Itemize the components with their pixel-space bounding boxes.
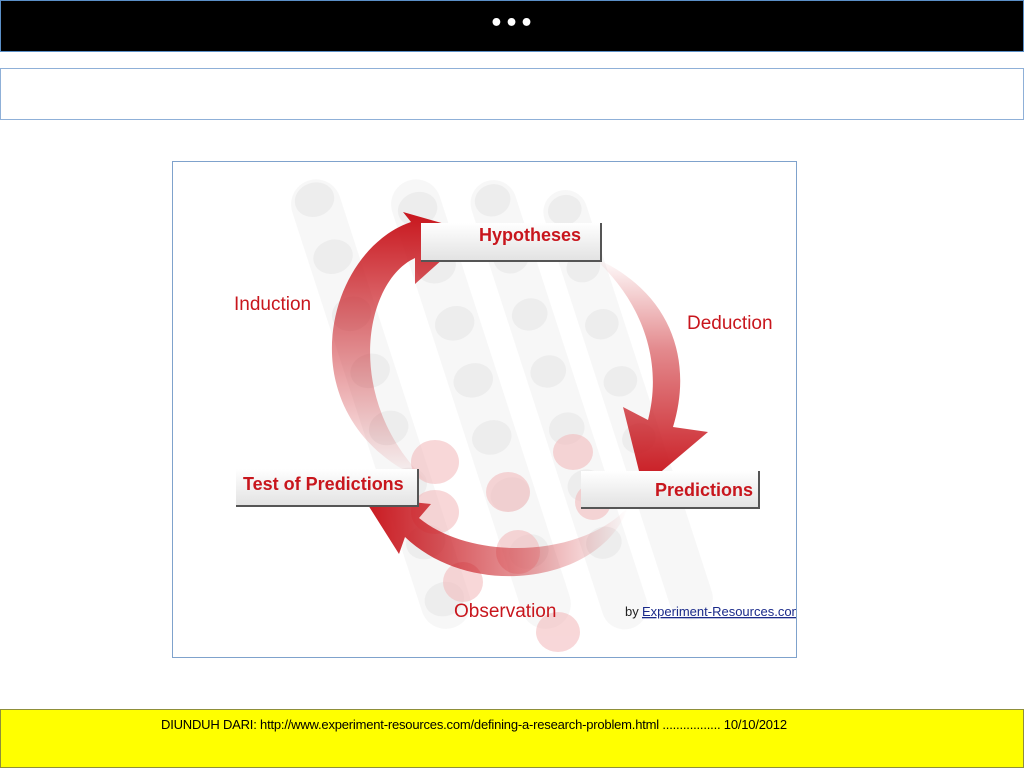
deduction-arrow bbox=[593, 257, 708, 487]
credit-prefix: by bbox=[625, 604, 639, 619]
node-test-of-predictions-label: Test of Predictions bbox=[243, 474, 404, 494]
edge-label-induction: Induction bbox=[234, 294, 311, 315]
observation-arrow bbox=[363, 497, 628, 577]
scientific-method-cycle-diagram: Hypotheses Predictions Test of Predictio… bbox=[172, 161, 797, 658]
induction-arrow bbox=[331, 212, 473, 482]
node-hypotheses: Hypotheses bbox=[421, 223, 602, 262]
slide-title-bar: ••• bbox=[0, 0, 1024, 52]
credit-link[interactable]: Experiment-Resources.com bbox=[642, 604, 796, 619]
slide-footer: DIUNDUH DARI: http://www.experiment-reso… bbox=[0, 709, 1024, 768]
edge-label-deduction: Deduction bbox=[687, 313, 773, 334]
node-test-of-predictions: Test of Predictions bbox=[236, 469, 419, 507]
node-predictions: Predictions bbox=[581, 471, 760, 509]
slide-subtitle-box bbox=[0, 68, 1024, 120]
background-dots-pink bbox=[411, 434, 611, 652]
node-predictions-label: Predictions bbox=[655, 480, 753, 500]
edge-label-observation: Observation bbox=[454, 601, 556, 622]
slide-title: ••• bbox=[489, 11, 535, 36]
diagram-canvas: Hypotheses Predictions Test of Predictio… bbox=[234, 179, 796, 652]
node-hypotheses-label: Hypotheses bbox=[479, 225, 581, 245]
footer-source-text: DIUNDUH DARI: http://www.experiment-reso… bbox=[161, 717, 787, 732]
